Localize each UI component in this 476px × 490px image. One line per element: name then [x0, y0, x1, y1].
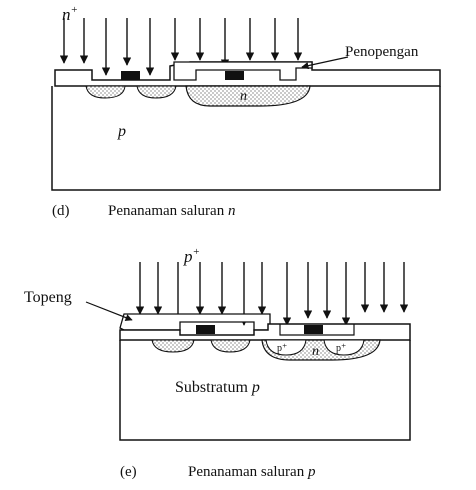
mask-label-d: Penopengan: [345, 44, 419, 60]
mask-leader-e: [85, 301, 133, 321]
doped-region-e-2: [210, 339, 251, 353]
substrate-e: [119, 340, 411, 441]
panel-d: n+ n p Penopengan (d) Penanaman saluran …: [51, 4, 441, 219]
implant-arrows-d: [59, 18, 303, 76]
gate-e-1: [196, 325, 215, 334]
caption-tag-d: (d): [52, 203, 70, 219]
mask-label-e: Topeng: [24, 289, 72, 306]
caption-e: Penanaman saluran p: [188, 464, 316, 480]
pplus-label-e-2: p⁺: [336, 343, 346, 354]
substrate-label-e: Substratum p: [175, 379, 260, 396]
caption-tag-e: (e): [120, 464, 137, 480]
mask-layer-e: [119, 313, 271, 331]
oxide-step-e: [279, 324, 355, 336]
doped-region-d-2: [136, 85, 177, 99]
substrate-d: [51, 86, 441, 191]
n-well-d: [185, 85, 311, 107]
pplus-region-e-2: [323, 339, 365, 356]
implant-arrows-e: [135, 262, 409, 326]
n-well-label-d: n: [240, 89, 247, 104]
substrate-label-d: p: [117, 123, 126, 140]
mask-layer-d: [173, 61, 313, 81]
pplus-region-e-1: [265, 339, 307, 356]
panel-e: p+ p⁺ p⁺ n Substratum p Topeng (e) Penan…: [24, 246, 411, 480]
ion-label-e: p+: [183, 246, 200, 266]
gate-d-2: [225, 71, 244, 80]
doped-region-d-1: [85, 85, 126, 99]
gate-d-1: [121, 71, 140, 80]
pplus-label-e-1: p⁺: [277, 343, 287, 354]
doped-region-e-1: [151, 339, 195, 353]
caption-d: Penanaman saluran n: [108, 203, 235, 219]
gate-e-2: [304, 325, 323, 334]
ion-label-d: n+: [62, 4, 78, 24]
oxide-layer-e: [119, 323, 411, 341]
mask-leader-d: [301, 56, 349, 70]
n-well-label-e: n: [312, 344, 319, 359]
